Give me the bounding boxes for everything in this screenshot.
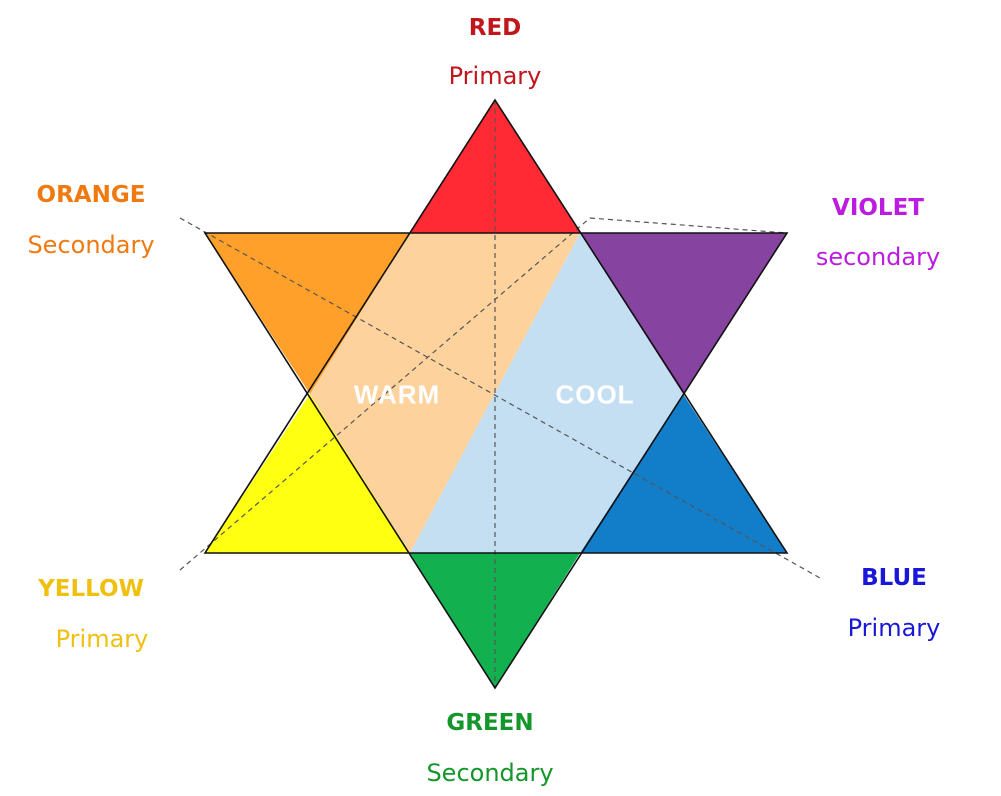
warm-label: WARM [353,379,441,410]
blue-triangle [580,394,787,553]
violet-name-label: VIOLET [832,195,924,221]
yellow-name-label: YELLOW [38,576,144,602]
warm-zone [310,233,580,553]
cool-label: COOL [555,379,635,410]
yellow-triangle [205,394,410,553]
orange-name-label: ORANGE [36,182,146,208]
violet-kind-label: secondary [815,243,941,271]
star-outline [203,98,789,690]
violet-triangle [580,233,787,394]
green-triangle [410,553,580,688]
blue-kind-label: Primary [847,614,941,642]
cool-zone [410,233,683,553]
green-kind-label: Secondary [426,759,554,787]
green-name-label: GREEN [446,710,534,736]
yellow-kind-label: Primary [55,625,149,653]
blue-name-label: BLUE [861,565,927,591]
red-name-label: RED [468,15,522,41]
axis-lines [179,100,821,688]
orange-kind-label: Secondary [27,231,155,259]
red-kind-label: Primary [448,62,542,90]
orange-triangle [205,233,410,394]
